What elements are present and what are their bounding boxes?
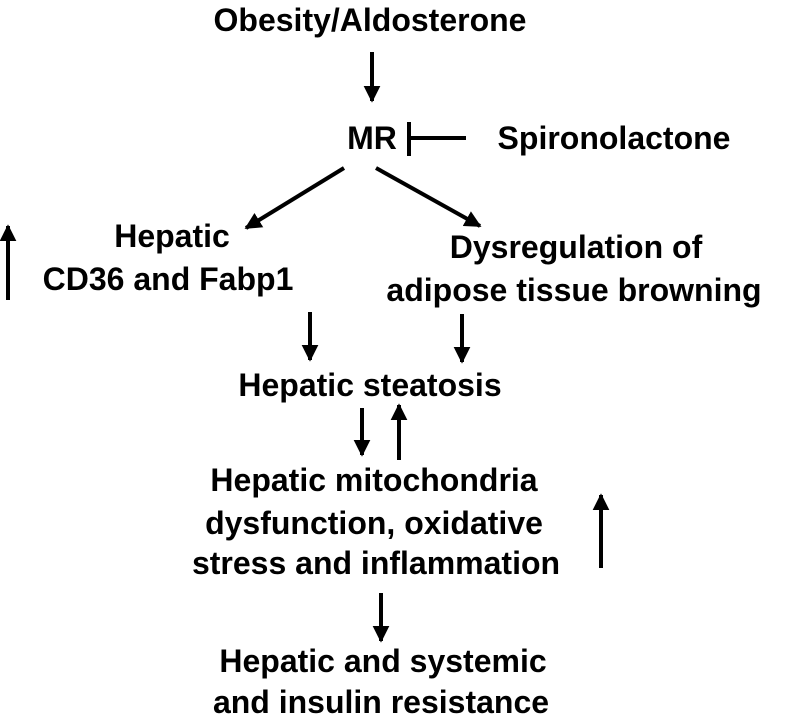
- node-hepatic-steatosis: Hepatic steatosis: [238, 367, 502, 403]
- node-spironolactone: Spironolactone: [497, 120, 731, 156]
- node-hepatic-cd36-line2: CD36 and Fabp1: [42, 261, 294, 297]
- node-insulin-resistance-line2: and insulin resistance: [212, 684, 550, 720]
- node-mitochondria-line2: dysfunction, oxidative: [205, 505, 543, 541]
- node-dysregulation-line2: adipose tissue browning: [386, 272, 762, 308]
- node-dysregulation-line1: Dysregulation of: [449, 229, 703, 265]
- node-obesity-aldosterone: Obesity/Aldosterone: [213, 2, 527, 38]
- inhibition-spironolactone-to-mr: [407, 122, 466, 156]
- node-hepatic-cd36-line1: Hepatic: [114, 218, 230, 254]
- node-mitochondria-line3: stress and inflammation: [191, 545, 561, 581]
- arrow-mr-to-hepatic-cd36: [244, 166, 346, 230]
- arrow-mr-to-dysregulation: [375, 166, 482, 228]
- node-mr: MR: [347, 120, 397, 156]
- node-insulin-resistance-line1: Hepatic and systemic: [219, 643, 547, 679]
- node-mitochondria-line1: Hepatic mitochondria: [210, 462, 538, 498]
